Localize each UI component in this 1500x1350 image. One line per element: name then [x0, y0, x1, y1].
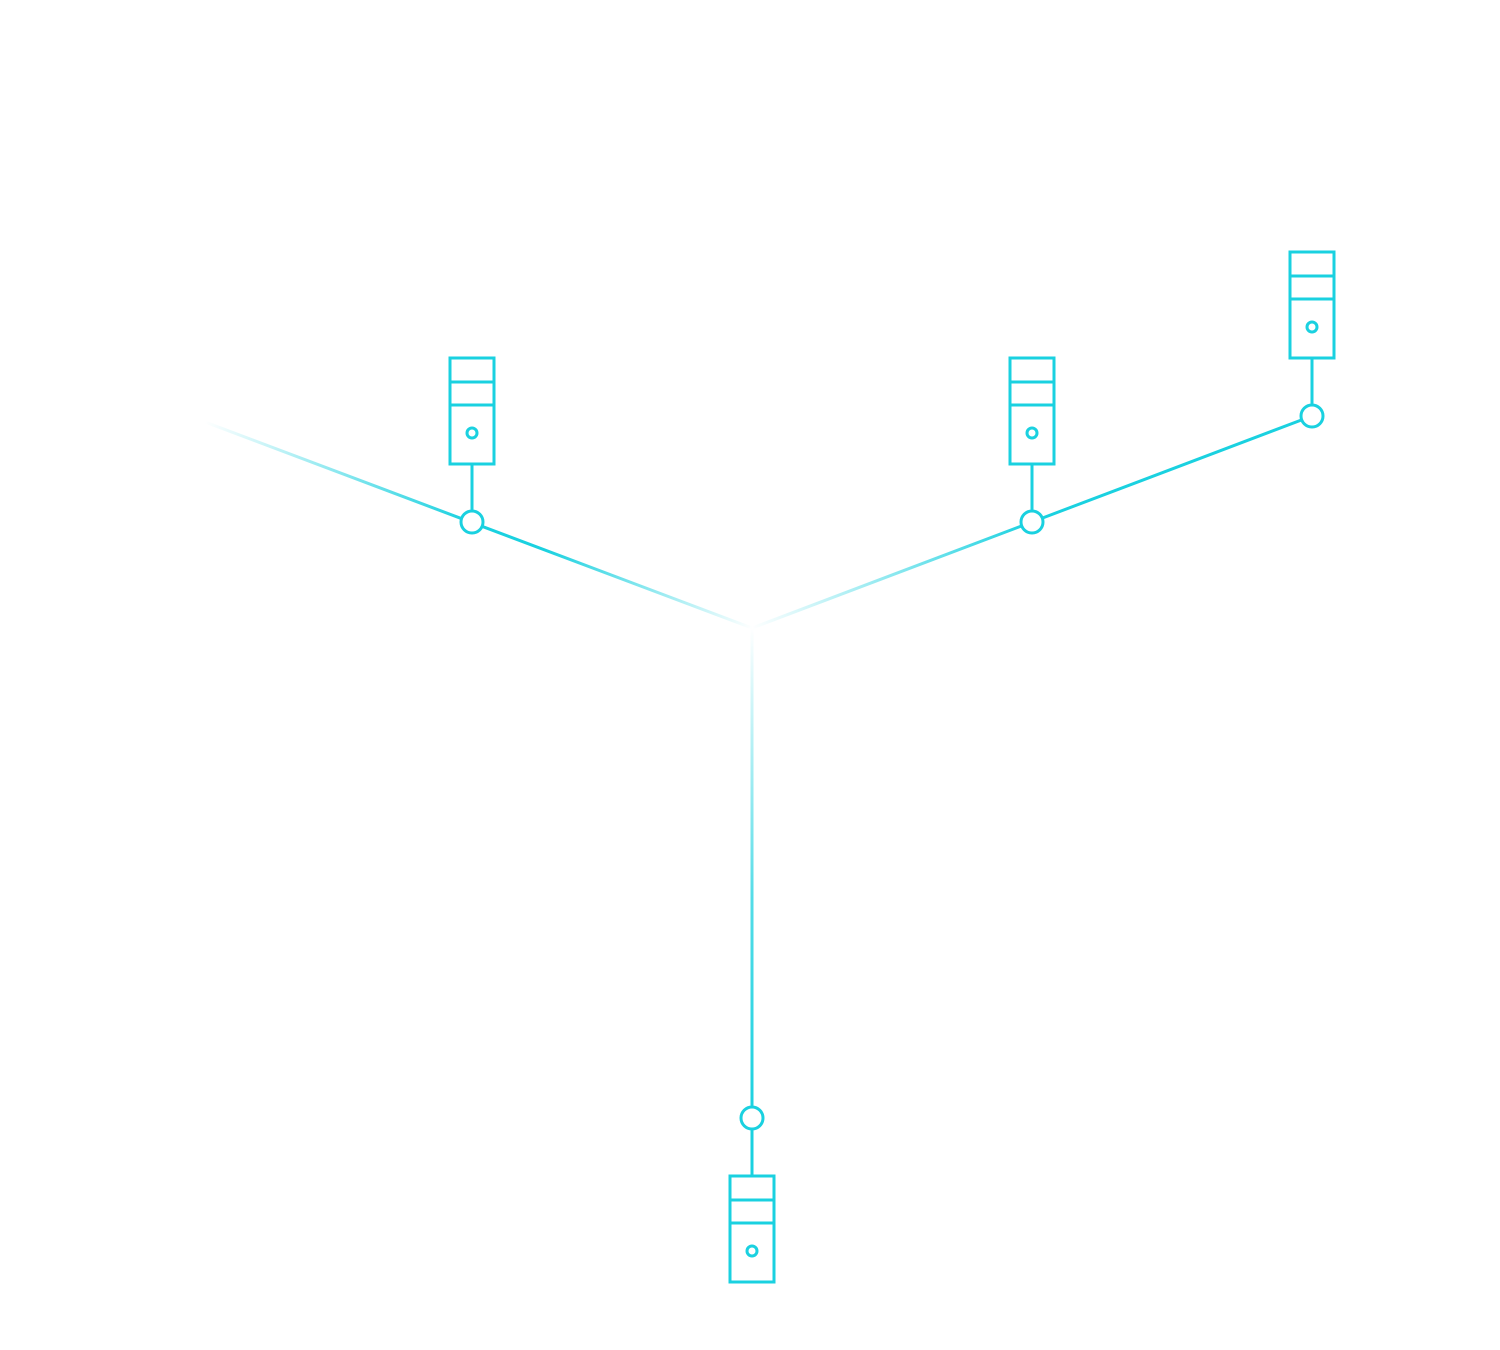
- server-left-junction-node[interactable]: [459, 509, 485, 535]
- branch-lines: [203, 414, 1314, 1120]
- server-right-inner-junction-node[interactable]: [1019, 509, 1045, 535]
- server-tower-icon: [1288, 250, 1336, 360]
- server-bottom-junction-node[interactable]: [739, 1105, 765, 1131]
- server-bottom[interactable]: [728, 1105, 776, 1284]
- server-left[interactable]: [448, 356, 496, 535]
- server-tower-icon: [448, 356, 496, 466]
- server-right-outer-junction-node[interactable]: [1299, 403, 1325, 429]
- server-right-inner[interactable]: [1008, 356, 1056, 535]
- server-tower-icon: [1008, 356, 1056, 466]
- server-right-outer[interactable]: [1288, 250, 1336, 429]
- server-tower-icon: [728, 1174, 776, 1284]
